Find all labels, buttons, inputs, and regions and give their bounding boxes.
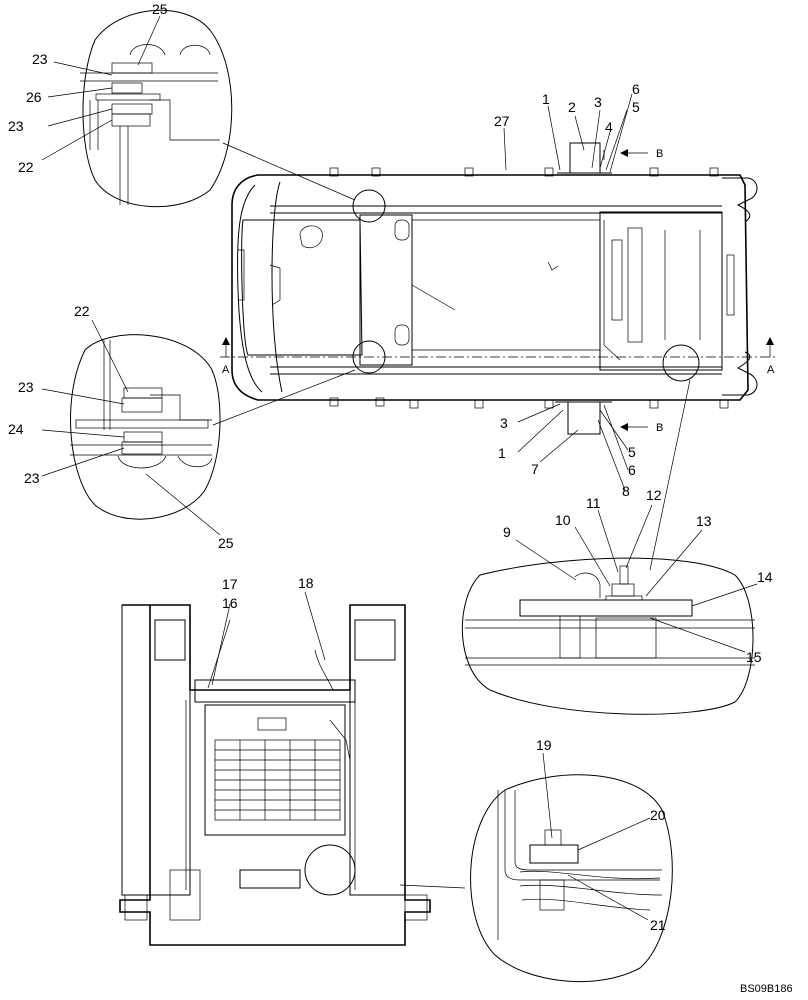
- callout-24: 24: [8, 421, 24, 437]
- callout-12: 12: [646, 487, 662, 503]
- section-mark-a-right: A: [767, 364, 775, 376]
- section-mark-b-top: B: [656, 148, 663, 160]
- callout-3-top: 3: [594, 94, 602, 110]
- callout-25-mid: 25: [218, 535, 234, 551]
- callout-leaders: [41, 15, 758, 921]
- callout-2: 2: [568, 99, 576, 115]
- callout-23-mid-b: 23: [24, 470, 40, 486]
- detail-bubble-bottom-right: [470, 774, 673, 983]
- section-mark-b-bottom: B: [656, 422, 663, 434]
- callout-27: 27: [494, 113, 510, 129]
- callout-22-top: 22: [18, 159, 34, 175]
- callout-13: 13: [696, 513, 712, 529]
- callout-9: 9: [503, 524, 511, 540]
- callout-labels: 25 23 26 23 22 22 23 24 23 25 27 1 2 3 4…: [8, 1, 793, 995]
- callout-10: 10: [555, 512, 571, 528]
- callout-14: 14: [757, 569, 773, 585]
- callout-23-top-b: 23: [8, 118, 24, 134]
- callout-1-top: 1: [542, 91, 550, 107]
- callout-16: 16: [222, 595, 238, 611]
- callout-4: 4: [605, 119, 613, 135]
- callout-5-top: 5: [632, 99, 640, 115]
- callout-17: 17: [222, 576, 238, 592]
- frame-rear-view: [119, 604, 466, 946]
- callout-25-top: 25: [152, 1, 168, 17]
- callout-15: 15: [746, 649, 762, 665]
- callout-3-bottom: 3: [500, 415, 508, 431]
- callout-5-bottom: 5: [628, 444, 636, 460]
- figure-id: BS09B186: [740, 983, 793, 995]
- callout-26: 26: [26, 89, 42, 105]
- callout-19: 19: [536, 737, 552, 753]
- section-line-b: B B: [603, 148, 663, 434]
- callout-6-top: 6: [632, 81, 640, 97]
- section-line-a: A A: [220, 337, 778, 376]
- callout-21: 21: [650, 917, 666, 933]
- callout-11: 11: [586, 495, 601, 511]
- callout-20: 20: [650, 807, 666, 823]
- callout-6-bottom: 6: [628, 462, 636, 478]
- detail-bubble-top-left: [80, 9, 233, 208]
- section-mark-a-left: A: [222, 364, 230, 376]
- callout-18: 18: [298, 575, 314, 591]
- callout-22-mid: 22: [74, 303, 90, 319]
- callout-1-bottom: 1: [498, 445, 506, 461]
- callout-23-top-a: 23: [32, 51, 48, 67]
- callout-8: 8: [622, 483, 630, 499]
- callout-23-mid-a: 23: [18, 379, 34, 395]
- frame-top-view: [212, 142, 758, 571]
- detail-bubble-left-middle: [70, 334, 221, 520]
- detail-bubble-right-middle: [461, 557, 755, 715]
- callout-7: 7: [531, 461, 539, 477]
